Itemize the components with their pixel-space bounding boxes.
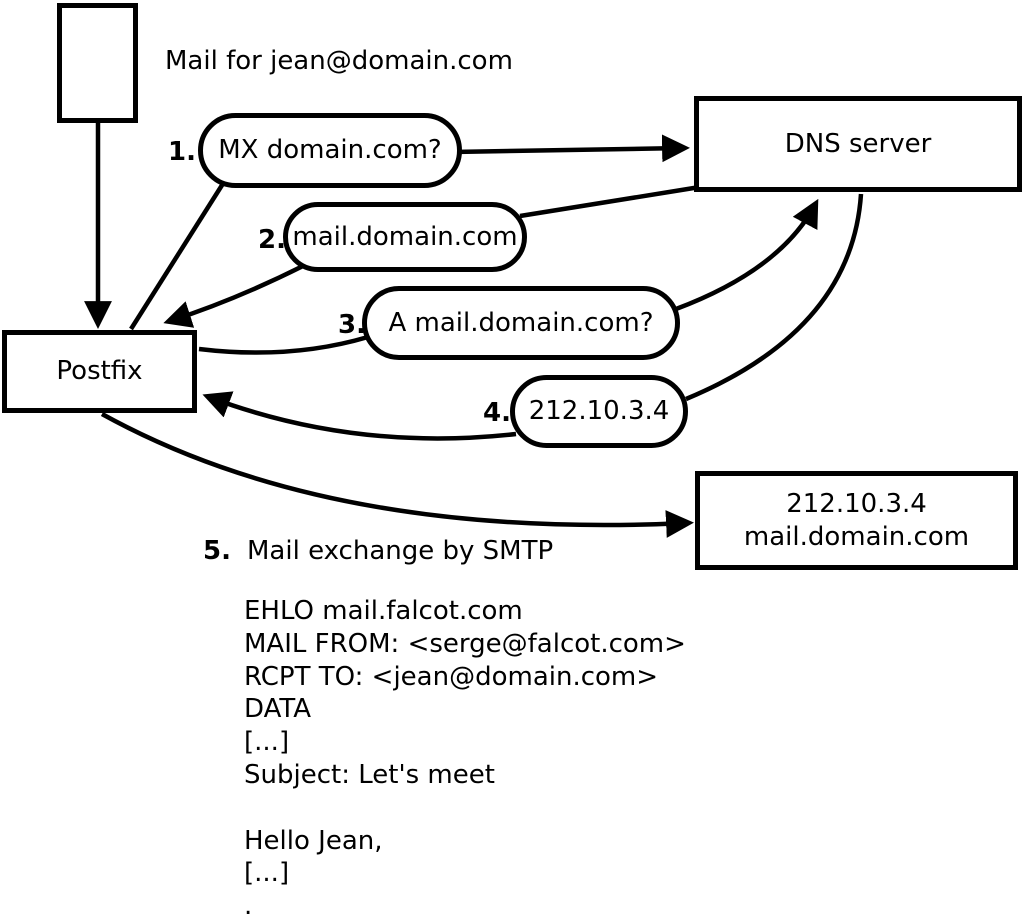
step-number-1: 1. (168, 137, 196, 167)
answer-pill-ip: 212.10.3.4 (510, 375, 688, 448)
destination-hostname: mail.domain.com (743, 521, 970, 552)
step5-label: Mail exchange by SMTP (247, 536, 554, 566)
smtp-session-line: Subject: Let's meet (244, 759, 495, 790)
step-number-3: 3. (338, 310, 366, 340)
smtp-session-line: MAIL FROM: <serge@falcot.com> (244, 628, 686, 659)
arrow-query1-to-dns (451, 134, 690, 163)
line-dns-to-answer4 (685, 193, 864, 402)
line-postfix-to-query3 (198, 334, 369, 355)
postfix-node: Postfix (2, 330, 197, 413)
mail-document-icon (57, 3, 138, 123)
arrow-answer2-to-postfix (163, 263, 305, 328)
smtp-session-line: Hello Jean, (244, 825, 383, 856)
step-number-2: 2. (258, 225, 286, 255)
query-pill-mx: MX domain.com? (198, 113, 462, 188)
query-pill-a-record-label: A mail.domain.com? (388, 307, 654, 338)
dns-server-node: DNS server (694, 96, 1022, 192)
arrow-postfix-to-destination (100, 412, 694, 538)
query-pill-mx-label: MX domain.com? (218, 135, 442, 165)
query-pill-a-record: A mail.domain.com? (362, 286, 680, 360)
destination-ip: 212.10.3.4 (786, 488, 927, 519)
arrow-query3-to-dns (675, 198, 819, 312)
step-number-4: 4. (483, 398, 511, 428)
smtp-session-line: [...] (244, 727, 290, 758)
mail-note: Mail for jean@domain.com (165, 46, 513, 76)
line-dns-to-answer2 (519, 184, 701, 219)
step-number-5: 5. (203, 536, 231, 566)
line-postfix-to-query1 (129, 180, 226, 331)
dns-server-label: DNS server (784, 128, 932, 159)
smtp-session-line: EHLO mail.falcot.com (244, 596, 523, 626)
destination-server-node: 212.10.3.4 mail.domain.com (695, 471, 1018, 570)
answer-pill-mx-result: mail.domain.com (283, 202, 527, 272)
arrow-answer4-to-postfix (202, 391, 517, 441)
smtp-session-line (244, 792, 686, 825)
smtp-session-line: . (244, 891, 253, 919)
smtp-session-line: [...] (244, 858, 290, 889)
answer-pill-mx-result-label: mail.domain.com (292, 221, 518, 252)
answer-pill-ip-label: 212.10.3.4 (528, 396, 670, 426)
postfix-label: Postfix (56, 356, 143, 386)
smtp-session-line: RCPT TO: <jean@domain.com> (244, 661, 659, 692)
smtp-session-line: DATA (244, 694, 311, 725)
